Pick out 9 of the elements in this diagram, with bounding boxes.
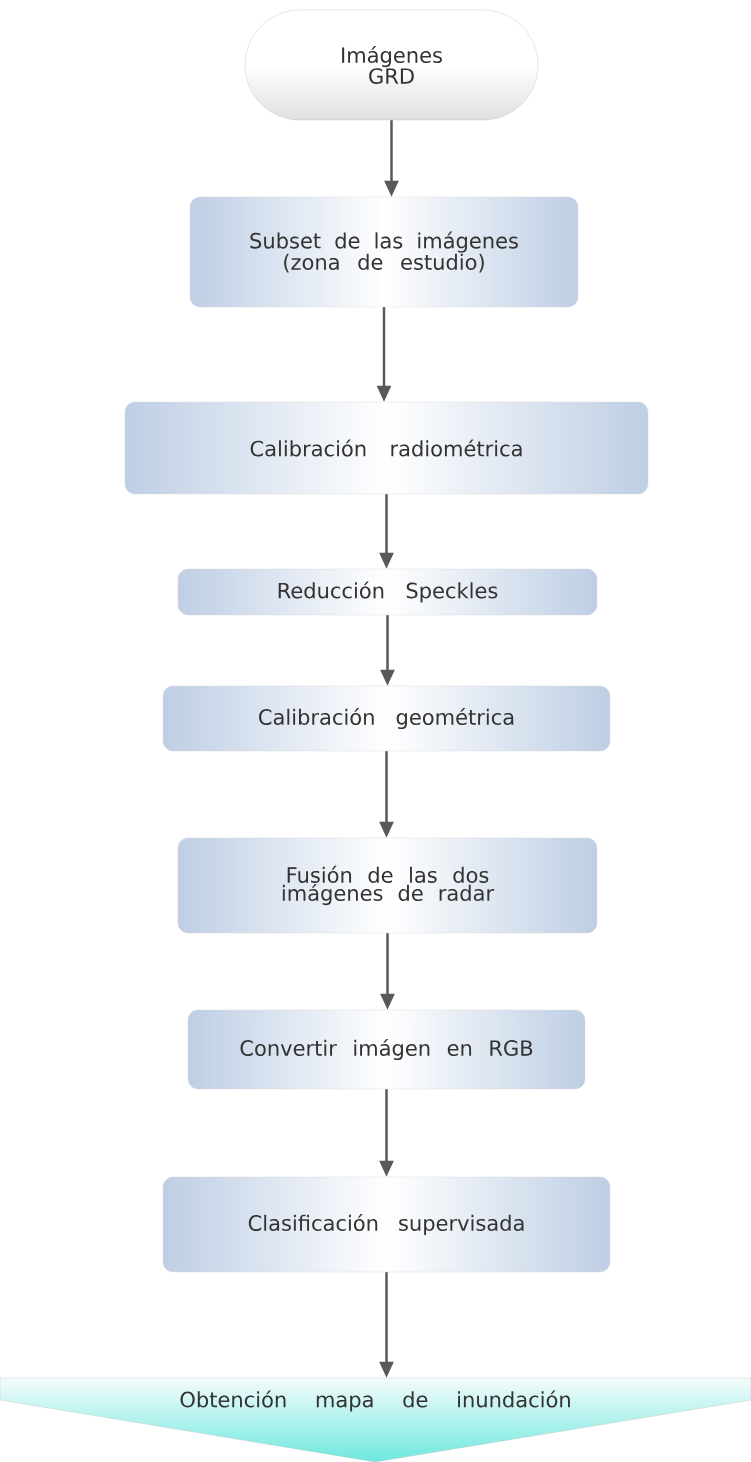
- process-box: Fusión de las dos imágenes de radar: [177, 837, 598, 934]
- output-banner: Obtención mapa de inundación: [0, 1377, 751, 1462]
- process-box: Calibración radiométrica: [124, 401, 649, 495]
- process-box: Reducción Speckles: [177, 568, 598, 616]
- start-terminal: Imágenes GRD: [244, 9, 539, 121]
- process-box: Calibración geométrica: [162, 685, 611, 752]
- process-box: Subset de las imágenes (zona de estudio): [189, 196, 579, 308]
- process-box: Convertir imágen en RGB: [187, 1009, 586, 1090]
- process-box: Clasificación supervisada: [162, 1176, 611, 1273]
